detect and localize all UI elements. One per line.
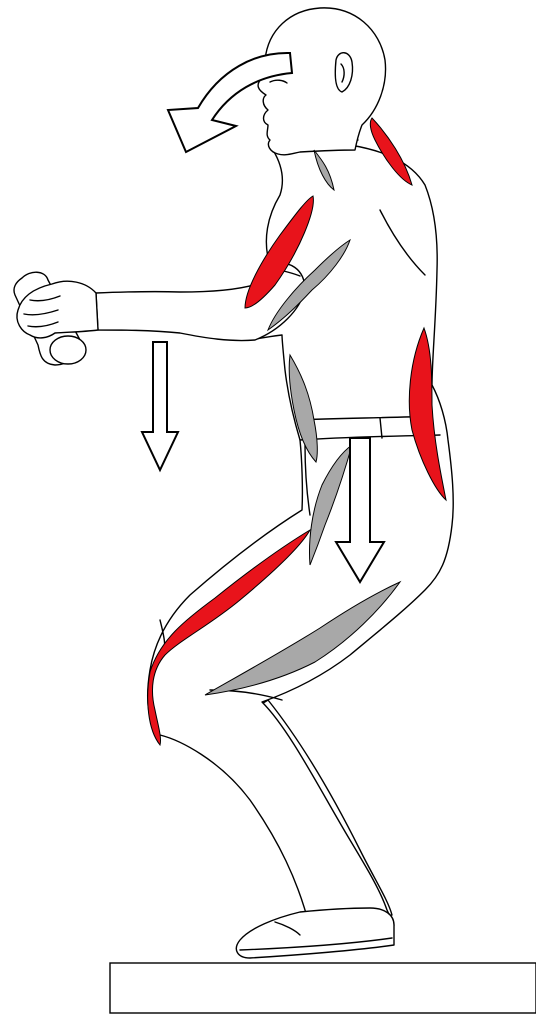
head	[258, 8, 385, 155]
shoe	[236, 908, 394, 958]
floor-step	[110, 963, 536, 1013]
dumbbell-end	[50, 336, 86, 364]
arms-down-arrow	[142, 342, 178, 470]
